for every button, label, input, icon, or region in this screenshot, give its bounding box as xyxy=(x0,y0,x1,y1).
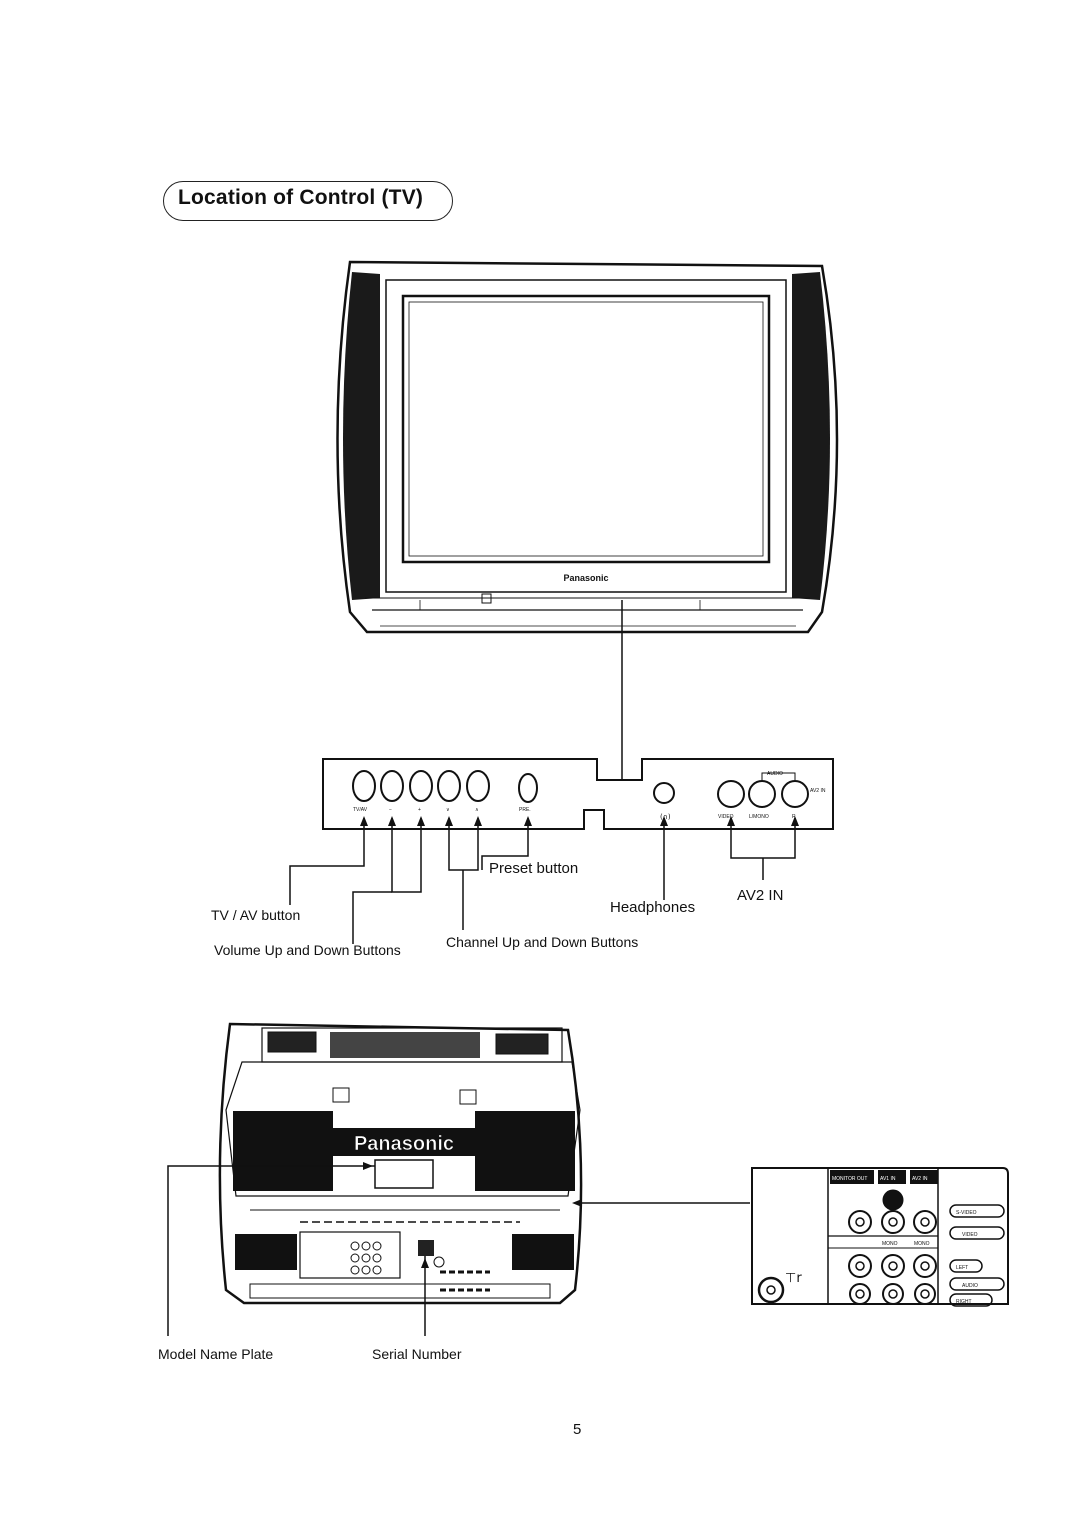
page-number: 5 xyxy=(573,1421,582,1438)
section-title-frame xyxy=(163,181,453,221)
av2-in-label: AV2 IN xyxy=(737,887,784,904)
rear-bottom-right-vent xyxy=(512,1234,574,1270)
tv-front-view xyxy=(336,260,839,634)
headphones-label: Headphones xyxy=(610,899,696,916)
mark-ch-up: ∧ xyxy=(475,807,479,813)
left-speaker-grille xyxy=(343,272,380,600)
model-name-plate xyxy=(374,1159,434,1189)
channel-down-button xyxy=(437,770,461,802)
head-monitor-out: MONITOR OUT xyxy=(832,1176,867,1182)
monitor-out-left-jack xyxy=(848,1254,872,1278)
mark-mono-av1: MONO xyxy=(882,1241,898,1247)
preset-button xyxy=(518,773,538,803)
label-left: LEFT xyxy=(956,1265,968,1271)
mark-vol-down: − xyxy=(389,807,392,813)
antenna-symbol: ⊤r xyxy=(785,1271,802,1286)
callout-leaders xyxy=(289,818,796,944)
tv-av-button xyxy=(352,770,376,802)
tv-av-button-label: TV / AV button xyxy=(211,907,301,923)
head-av2-in: AV2 IN xyxy=(912,1176,928,1182)
antenna-socket xyxy=(757,1276,785,1304)
rear-right-vent xyxy=(475,1111,575,1191)
label-audio: AUDIO xyxy=(962,1283,978,1289)
volume-up-button xyxy=(409,770,433,802)
right-speaker-grille xyxy=(792,272,830,600)
mark-vol-up: + xyxy=(418,807,421,813)
power-switch xyxy=(481,593,492,604)
channel-up-button xyxy=(466,770,490,802)
s-video-socket xyxy=(882,1189,904,1211)
av2-video-jack xyxy=(913,1210,937,1234)
mark-av2: AV2 IN xyxy=(810,788,826,794)
mark-r: R xyxy=(792,814,796,820)
audio-left-jack xyxy=(748,780,776,808)
label-video: VIDEO xyxy=(962,1232,978,1238)
volume-down-button xyxy=(380,770,404,802)
av1-video-jack xyxy=(881,1210,905,1234)
mark-video: VIDEO xyxy=(718,814,734,820)
rear-brand-logo: Panasonic xyxy=(354,1133,454,1155)
mark-ch-down: ∨ xyxy=(446,807,450,813)
video-jack xyxy=(717,780,745,808)
monitor-out-right-jack xyxy=(849,1283,871,1305)
mark-audio: AUDIO xyxy=(767,771,783,777)
av1-right-jack xyxy=(882,1283,904,1305)
headphone-symbol: (∩) xyxy=(660,813,671,821)
model-name-plate-label: Model Name Plate xyxy=(158,1346,274,1362)
av2-right-jack xyxy=(914,1283,936,1305)
tv-rear-view xyxy=(218,1022,583,1305)
rear-bottom-left-vent xyxy=(235,1234,297,1270)
av1-left-jack xyxy=(881,1254,905,1278)
front-brand-logo: Panasonic xyxy=(563,573,608,583)
rear-terminal xyxy=(751,1167,1009,1307)
arrowheads xyxy=(360,816,799,826)
mark-lmono: L/MONO xyxy=(749,814,769,820)
page-title: Location of Control (TV) xyxy=(178,186,424,209)
audio-right-jack xyxy=(781,780,809,808)
mark-mono-av2: MONO xyxy=(914,1241,930,1247)
serial-number-label xyxy=(418,1240,434,1256)
label-right: RIGHT xyxy=(956,1299,972,1305)
label-s-video: S-VIDEO xyxy=(956,1210,977,1216)
mark-tv-av: TV/AV xyxy=(353,807,368,813)
preset-button-label: Preset button xyxy=(489,860,579,877)
av2-left-jack xyxy=(913,1254,937,1278)
volume-buttons-label: Volume Up and Down Buttons xyxy=(214,942,401,958)
tv-screen xyxy=(401,294,771,564)
model-plate-leader xyxy=(167,1165,375,1336)
serial-number-label-text: Serial Number xyxy=(372,1346,462,1362)
channel-buttons-label: Channel Up and Down Buttons xyxy=(446,934,639,950)
head-av1-in: AV1 IN xyxy=(880,1176,896,1182)
mark-preset: PRE. xyxy=(519,807,531,813)
headphone-jack xyxy=(653,782,675,804)
rear-left-vent xyxy=(233,1111,333,1191)
control-panel xyxy=(322,758,834,830)
monitor-out-video-jack xyxy=(848,1210,872,1234)
